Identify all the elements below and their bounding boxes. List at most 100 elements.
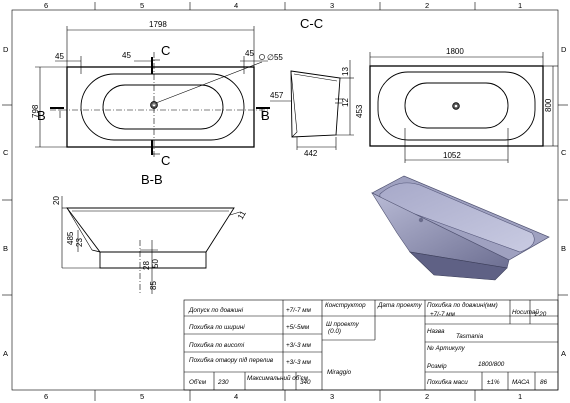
dim-label: 1800	[446, 47, 464, 56]
section-cut-label: B	[261, 108, 270, 123]
title-block	[183, 299, 559, 391]
top-view-labels: 1798 45 45 45 ∅55 798 C C B B B-B	[31, 20, 283, 187]
length-tol-value: +7/-7 мм	[430, 311, 456, 318]
section-bb-labels: 20 11 485 23 28 50 85	[52, 196, 248, 290]
diameter-leader	[155, 61, 263, 104]
col-label-bottom: 4	[234, 392, 238, 401]
dim-label: 45	[122, 51, 131, 60]
col-label-top: 2	[425, 1, 429, 10]
section-title: B-B	[141, 172, 163, 187]
name-value: Tasmania	[456, 333, 484, 340]
dim-label: 85	[149, 281, 158, 290]
dim-label: 457	[270, 91, 284, 100]
top-view-basin	[102, 84, 224, 130]
dim-label: 50	[151, 259, 160, 268]
tol-width-label: Похибка по ширині	[189, 323, 245, 331]
tol-overflow-label: Похибка отвору під перелив	[189, 356, 274, 364]
right-view-basin	[404, 82, 509, 129]
col-label-bottom: 3	[330, 392, 334, 401]
article-label: № Артикулу	[427, 345, 466, 352]
scale-value: 1:20	[534, 311, 547, 318]
top-view-outline	[66, 66, 255, 148]
top-view-dimensions	[35, 26, 268, 148]
grid-labels: 6 5 4 3 2 1 6 5 4 3 2 1 D C B A D C B A	[3, 1, 567, 401]
section-cc-labels: C-C 13 457 453 12 442	[270, 16, 364, 158]
row-label-left: C	[3, 148, 9, 157]
right-view-rim	[377, 71, 536, 141]
max-volume-label: Максимальний об'єм	[247, 374, 309, 382]
carrier-label: Носитай	[512, 308, 539, 316]
project-label: Ш проекту	[326, 321, 360, 328]
tol-height-label: Похибка по висоті	[189, 341, 245, 349]
row-label-right: C	[561, 148, 567, 157]
tol-length-value: +7/-7 мм	[286, 307, 312, 314]
tol-width-value: +5/-5мм	[286, 324, 310, 331]
col-label-bottom: 6	[44, 392, 48, 401]
volume-label: Об'єм	[189, 378, 207, 386]
name-label: Назва	[427, 328, 445, 335]
diameter-symbol-icon	[259, 54, 265, 60]
project-value: (0.0)	[328, 328, 341, 335]
mass-tol-label: Похибка маси	[427, 378, 468, 386]
dim-label: 45	[55, 52, 64, 61]
section-bb-view	[61, 196, 241, 294]
drain-center-icon	[454, 104, 458, 108]
dim-length-label: 1798	[149, 20, 167, 29]
date-label: Дата проекту	[377, 302, 422, 309]
right-view-labels: 1800 800 1052	[443, 47, 553, 160]
row-label-left: A	[3, 349, 8, 358]
volume-value: 230	[217, 379, 229, 386]
title-block-text: Допуск по довжині +7/-7 мм Похибка по ши…	[188, 301, 548, 386]
dim-label: 23	[75, 238, 84, 247]
dim-label: 1052	[443, 151, 461, 160]
dim-label: 485	[66, 231, 75, 245]
section-bb-outline	[66, 207, 235, 253]
row-label-right: A	[561, 349, 566, 358]
tol-length-label: Допуск по довжині	[188, 306, 244, 314]
dim-label: 800	[544, 98, 553, 112]
section-cut-label: C	[161, 153, 170, 168]
mass-value: 86	[540, 379, 548, 386]
dim-label: 45	[245, 49, 254, 58]
max-volume-value: 340	[300, 379, 311, 386]
dim-label: 11	[236, 209, 248, 221]
col-label-bottom: 1	[518, 392, 522, 401]
dim-label: 13	[341, 67, 350, 76]
mass-label: МАСА	[512, 379, 530, 386]
dim-width-label: 798	[31, 104, 40, 118]
col-label-top: 1	[518, 1, 522, 10]
size-label: Розмір	[427, 362, 447, 370]
col-label-top: 5	[140, 1, 144, 10]
row-label-left: D	[3, 45, 9, 54]
brand-logo: Miraggio	[327, 369, 352, 376]
section-cut-label: B	[37, 108, 46, 123]
col-label-top: 6	[44, 1, 48, 10]
tol-height-value: +3/-3 мм	[286, 342, 312, 349]
dim-label: 12	[341, 98, 350, 107]
tol-overflow-value: +3/-3 мм	[286, 359, 312, 366]
top-view	[50, 52, 270, 158]
section-title: C-C	[300, 16, 323, 31]
right-top-view	[369, 52, 558, 163]
row-label-right: D	[561, 45, 567, 54]
section-cc-outline	[290, 70, 341, 138]
constructor-label: Конструктор	[325, 302, 366, 309]
dim-label: 442	[304, 149, 318, 158]
dim-label: 20	[52, 196, 61, 205]
col-label-top: 3	[330, 1, 334, 10]
size-value: 1800/800	[478, 361, 505, 368]
col-label-bottom: 5	[140, 392, 144, 401]
col-label-top: 4	[234, 1, 238, 10]
dim-label: 28	[142, 261, 151, 270]
bathtub-3d-render	[371, 175, 550, 281]
col-label-bottom: 2	[425, 392, 429, 401]
top-view-rim	[80, 73, 245, 141]
section-cc-view	[270, 60, 354, 150]
right-view-outline	[369, 65, 544, 147]
mass-tol-value: ±1%	[487, 379, 500, 386]
row-label-right: B	[561, 244, 566, 253]
section-cut-label: C	[161, 43, 170, 58]
